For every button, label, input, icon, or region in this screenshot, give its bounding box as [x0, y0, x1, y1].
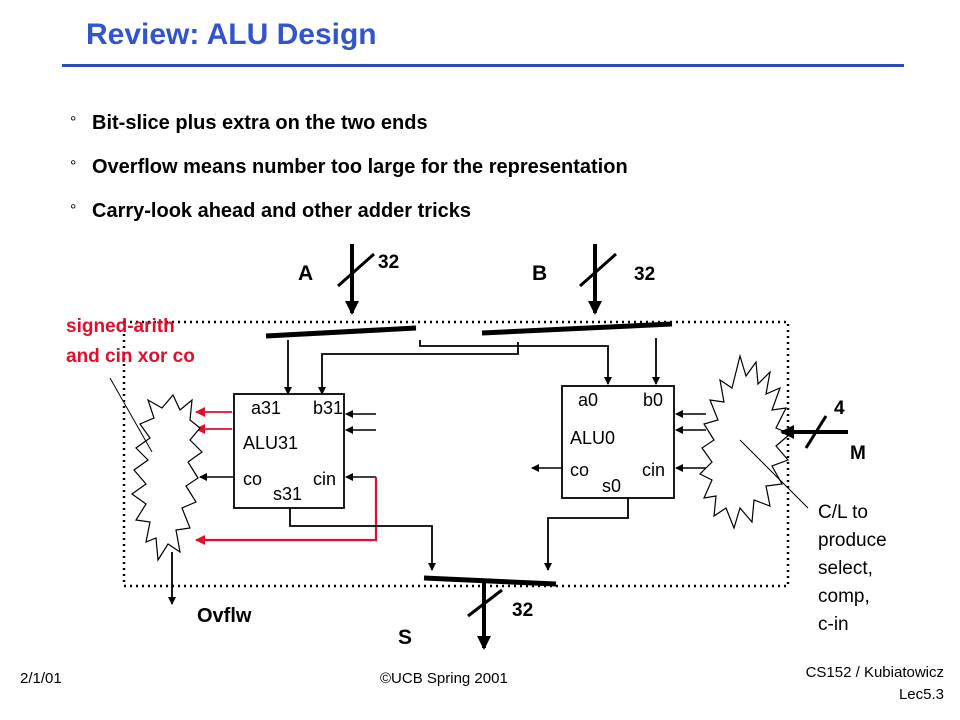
alu0-a-port: a0 [578, 390, 598, 410]
input-bus-b [579, 244, 617, 315]
footer-lecture: Lec5.3 [898, 686, 944, 703]
alu31-a-port: a31 [251, 398, 281, 418]
bus-splitter-a [265, 325, 417, 339]
bullet-marker: ° [70, 158, 77, 175]
title-rule [62, 64, 904, 67]
red-signal-cin [195, 477, 378, 545]
control-logic-burst [698, 353, 792, 530]
wire-a0 [419, 340, 612, 385]
bullet-text: Overflow means number too large for the … [92, 156, 628, 178]
footer-date: 2/1/01 [20, 670, 62, 687]
bullet-text: Bit-slice plus extra on the two ends [92, 112, 428, 134]
output-s-width: 32 [512, 600, 533, 621]
input-b-width: 32 [634, 264, 655, 285]
mode-width: 4 [834, 398, 845, 419]
mode-label: M [850, 443, 866, 464]
alu0-co-port: co [570, 460, 589, 480]
right-note-line5: c-in [818, 614, 849, 635]
mode-input-bus [780, 415, 848, 449]
overflow-label: Ovflw [197, 605, 252, 627]
right-note-line1: C/L to [818, 502, 868, 523]
slide-title: Review: ALU Design [86, 18, 377, 51]
right-note-line3: select, [818, 558, 873, 579]
output-s-label: S [398, 626, 412, 649]
alu-boundary [122, 320, 790, 588]
bullet-text: Carry-look ahead and other adder tricks [92, 200, 472, 222]
wire-s0 [544, 498, 629, 571]
overflow-logic-burst [130, 393, 203, 562]
alu31-s-port: s31 [273, 484, 302, 504]
bullet-item: ° Bit-slice plus extra on the two ends [70, 112, 428, 135]
alu31-block [233, 393, 345, 509]
left-note-line1: signed-arith [66, 316, 175, 337]
footer-copyright: ©UCB Spring 2001 [380, 670, 508, 687]
alu0-b-port: b0 [643, 390, 663, 410]
left-note-pointer [109, 377, 153, 453]
wire-b31 [318, 342, 519, 395]
alu0-cin-port: cin [642, 460, 665, 480]
bullet-marker: ° [70, 114, 77, 131]
bus-merger-s [423, 575, 557, 587]
alu31-cin-port: cin [313, 469, 336, 489]
bullet-marker: ° [70, 202, 77, 219]
right-note-line4: comp, [818, 586, 870, 607]
alu0-block [561, 385, 675, 499]
right-note-pointer [739, 439, 809, 509]
alu31-co-port: co [243, 469, 262, 489]
right-note-line2: produce [818, 530, 887, 551]
input-b-label: B [532, 262, 547, 285]
left-note-line2: and cin xor co [66, 346, 195, 367]
input-a-width: 32 [378, 252, 399, 273]
wire-s31 [289, 508, 436, 571]
alu0-s-port: s0 [602, 476, 621, 496]
footer-course: CS152 / Kubiatowicz [805, 664, 944, 681]
bullet-item: ° Carry-look ahead and other adder tricks [70, 200, 471, 223]
bus-splitter-b [481, 321, 673, 336]
alu31-name: ALU31 [243, 433, 298, 453]
alu31-b-port: b31 [313, 398, 343, 418]
input-bus-a [337, 244, 375, 315]
footer-course-block: CS152 / Kubiatowicz Lec5.3 [806, 662, 944, 706]
output-bus-s [467, 582, 503, 650]
alu0-name: ALU0 [570, 428, 615, 448]
bullet-item: ° Overflow means number too large for the… [70, 156, 628, 179]
input-a-label: A [298, 262, 313, 285]
